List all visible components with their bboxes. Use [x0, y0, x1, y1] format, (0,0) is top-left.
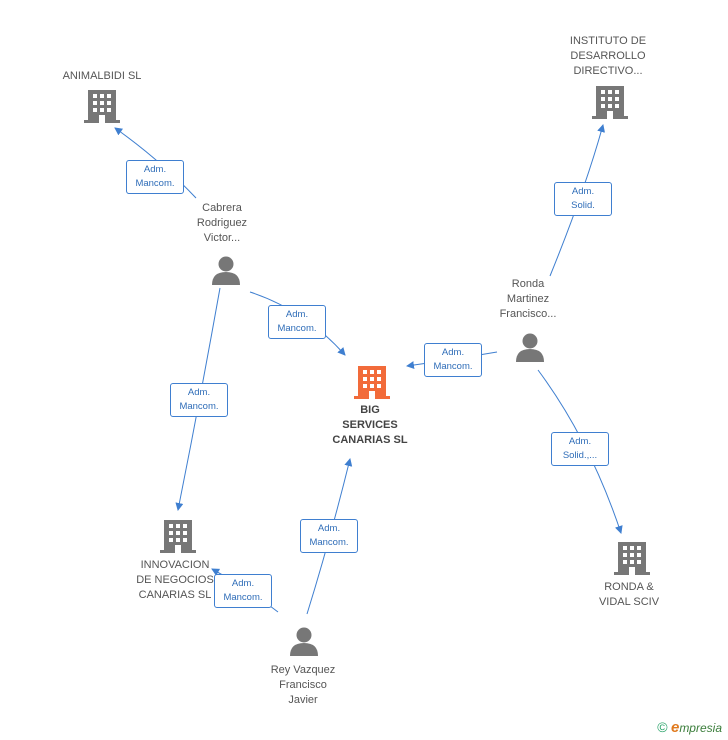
edge-label-rey-big[interactable]: Adm. Mancom. — [300, 519, 358, 553]
copyright-icon: © — [657, 719, 668, 735]
person-icon[interactable] — [516, 333, 544, 363]
node-label-animalbidi[interactable]: ANIMALBIDI SL — [62, 70, 142, 82]
edge-label-ronda-vidal[interactable]: Adm. Solid.,... — [551, 432, 609, 466]
building-icon-main[interactable] — [354, 366, 390, 399]
edge-label-cabrera-animalbidi[interactable]: Adm. Mancom. — [126, 160, 184, 194]
node-label-ronda-martinez[interactable]: Ronda Martinez Francisco... — [499, 278, 557, 320]
edge-label-ronda-big[interactable]: Adm. Mancom. — [424, 343, 482, 377]
brand-logo-initial: e — [670, 719, 680, 736]
building-icon[interactable] — [84, 90, 120, 123]
building-icon[interactable] — [592, 86, 628, 119]
footer-brand: © empresia — [657, 719, 722, 736]
node-label-rey-vazquez[interactable]: Rey Vazquez Francisco Javier — [270, 664, 336, 706]
node-label-ronda-vidal[interactable]: RONDA & VIDAL SCIV — [598, 581, 660, 608]
edge-label-ronda-instituto[interactable]: Adm. Solid. — [554, 182, 612, 216]
building-icon[interactable] — [160, 520, 196, 553]
edge-label-rey-innovacion[interactable]: Adm. Mancom. — [214, 574, 272, 608]
person-icon[interactable] — [290, 627, 318, 657]
building-icon[interactable] — [614, 542, 650, 575]
node-label-big-services[interactable]: BIG SERVICES CANARIAS SL — [332, 404, 408, 446]
brand-logo-text: mpresia — [679, 721, 722, 735]
node-label-innovacion[interactable]: INNOVACION DE NEGOCIOS CANARIAS SL — [136, 559, 214, 601]
edge-label-cabrera-big[interactable]: Adm. Mancom. — [268, 305, 326, 339]
person-icon[interactable] — [212, 256, 240, 286]
edge-label-cabrera-innovacion[interactable]: Adm. Mancom. — [170, 383, 228, 417]
node-label-cabrera[interactable]: Cabrera Rodriguez Victor... — [196, 202, 248, 244]
node-label-instituto[interactable]: INSTITUTO DE DESARROLLO DIRECTIVO... — [569, 35, 647, 77]
